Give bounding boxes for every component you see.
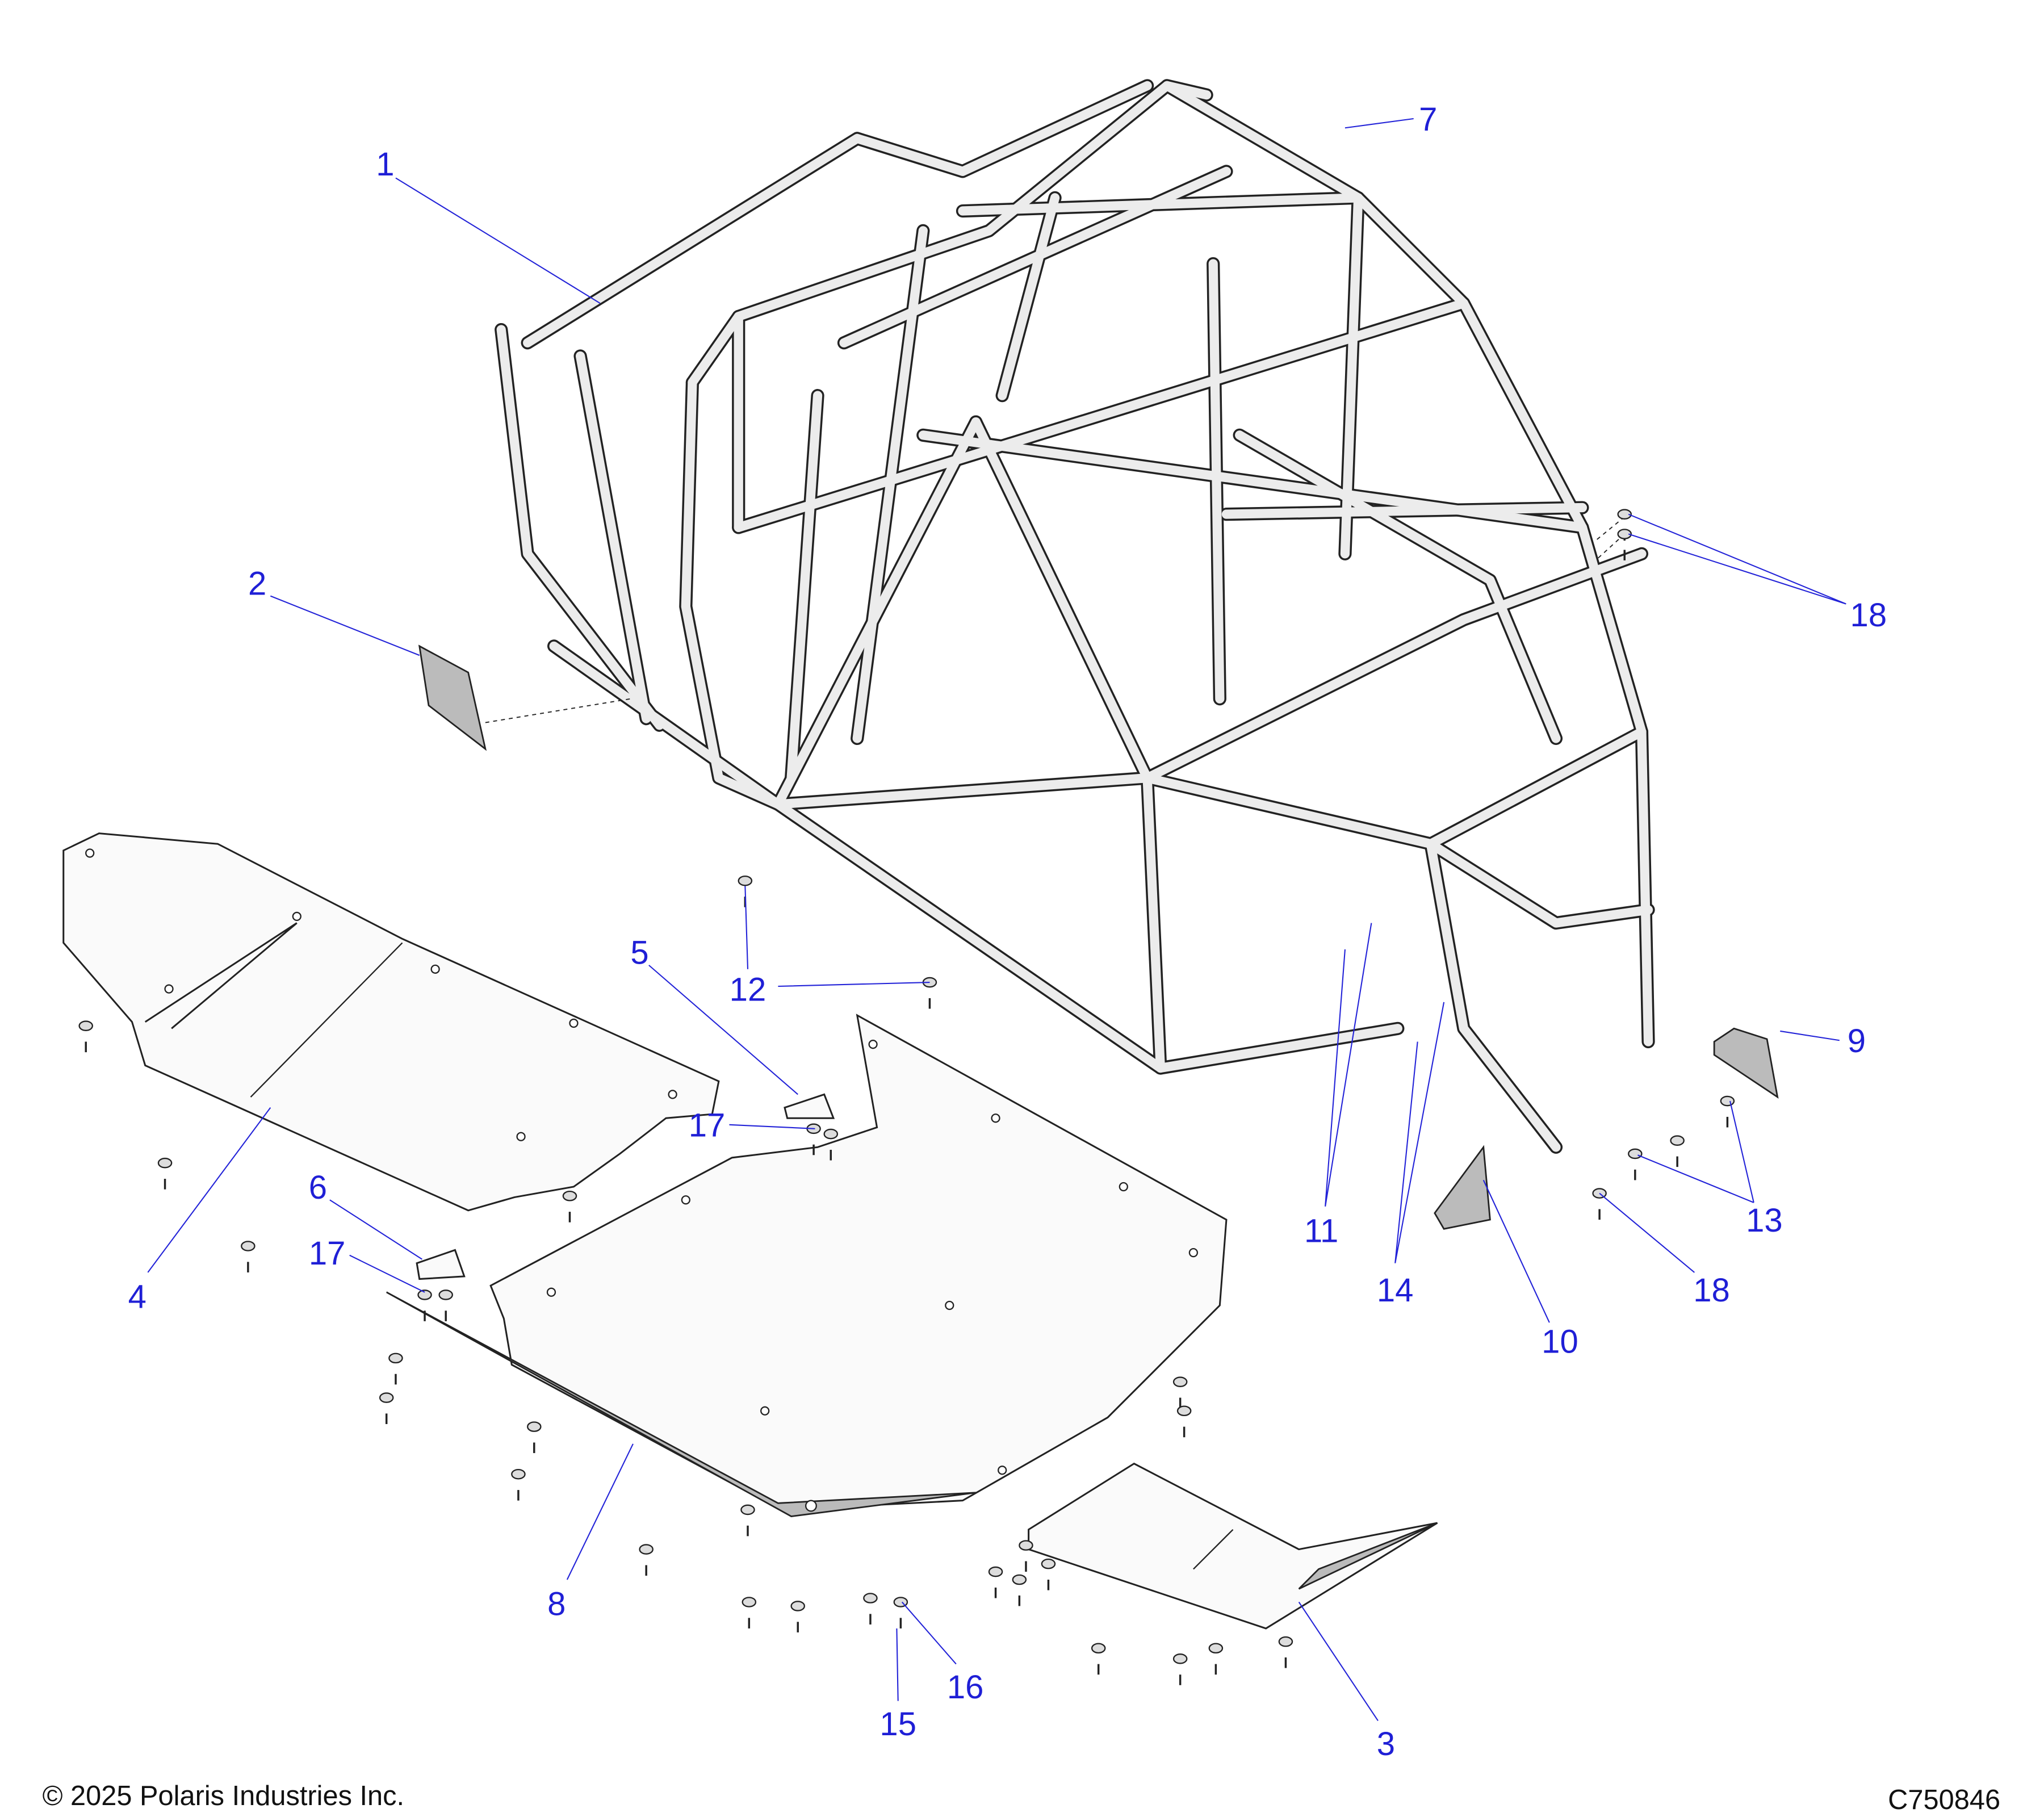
frame-tube-fill xyxy=(1235,430,1561,743)
callout-4: 4 xyxy=(128,1279,146,1316)
frame-tube-fill xyxy=(496,325,664,730)
callout-2: 2 xyxy=(248,565,266,602)
callout-5: 5 xyxy=(630,935,648,972)
fastener xyxy=(438,1290,453,1300)
callout-6: 6 xyxy=(309,1169,327,1206)
fastener xyxy=(1208,1643,1224,1654)
fasteners xyxy=(78,509,1735,1685)
fastener xyxy=(1019,1540,1033,1551)
fastener xyxy=(738,875,753,886)
frame-tube-fill xyxy=(688,81,1212,387)
callout-8: 8 xyxy=(547,1586,566,1623)
callout-12: 12 xyxy=(730,972,767,1008)
fastener xyxy=(1628,1148,1643,1159)
fastener xyxy=(1617,529,1632,539)
fastener xyxy=(78,1020,94,1031)
frame-tube-fill xyxy=(1426,839,1561,1152)
part-2-panel xyxy=(418,644,487,751)
fastener xyxy=(639,1544,654,1555)
frame-tube-fill xyxy=(523,81,1152,348)
callout-1: 1 xyxy=(376,146,394,183)
frame-tube xyxy=(1160,79,1649,739)
skid-plate-8 xyxy=(386,1014,1228,1517)
frame-tube-fill xyxy=(998,193,1060,400)
fastener xyxy=(823,1128,839,1140)
callout-7: 7 xyxy=(1419,101,1437,138)
skid-plate-4 xyxy=(62,832,720,1212)
fastener xyxy=(1278,1636,1293,1647)
callout-9: 9 xyxy=(1848,1023,1866,1060)
fastener xyxy=(562,1190,577,1201)
callout-13: 13 xyxy=(1746,1202,1783,1239)
skid-plate-3 xyxy=(1028,1462,1438,1630)
fastener xyxy=(388,1353,403,1364)
fastener xyxy=(1172,1653,1188,1664)
part-5-bracket xyxy=(784,1093,835,1119)
frame-tube-fill xyxy=(1426,839,1653,928)
frame-tube-fill xyxy=(786,391,823,783)
fastener xyxy=(742,1597,757,1607)
frame-tube-fill xyxy=(1637,727,1653,1046)
frame-tube-fill xyxy=(681,378,783,809)
frame-tube-fill xyxy=(734,298,1469,533)
frame-tube-fill xyxy=(773,727,1647,849)
fastener xyxy=(157,1157,173,1169)
fastener xyxy=(863,1593,878,1604)
diagram-id: C750846 xyxy=(1888,1785,2000,1815)
frame-tube-fill xyxy=(971,417,1165,1073)
frame-tube-fill xyxy=(1208,259,1225,704)
frame-tube xyxy=(685,79,1213,390)
callout-18a: 18 xyxy=(1850,597,1887,634)
part-6-bracket xyxy=(416,1249,466,1280)
frame-cage xyxy=(495,79,1655,1154)
fastener xyxy=(1720,1095,1735,1107)
fastener xyxy=(1670,1135,1685,1146)
fastener xyxy=(740,1504,755,1515)
leader-lines xyxy=(147,118,1846,1722)
fastener xyxy=(790,1601,805,1611)
fastener xyxy=(1091,1643,1106,1654)
part-10-grille xyxy=(1434,1145,1491,1230)
fastener xyxy=(1172,1376,1188,1387)
fastener xyxy=(988,1566,1003,1577)
callout-14: 14 xyxy=(1377,1272,1414,1309)
callout-15: 15 xyxy=(879,1706,916,1743)
callout-17a: 17 xyxy=(689,1107,726,1144)
frame-tube-fill xyxy=(549,641,1402,1073)
fastener xyxy=(417,1290,432,1300)
callout-16: 16 xyxy=(947,1669,984,1706)
fastener xyxy=(241,1241,256,1251)
callout-18b: 18 xyxy=(1693,1272,1730,1309)
fastener xyxy=(1012,1574,1027,1585)
frame-tube-fill xyxy=(852,226,928,743)
fastener xyxy=(527,1421,542,1432)
fastener xyxy=(511,1468,526,1480)
callout-labels: 1 2 3 4 5 6 7 8 9 10 11 12 13 14 15 16 1… xyxy=(128,101,1887,1762)
frame-tube-fill xyxy=(1162,81,1647,736)
frame-tube-fill xyxy=(1221,503,1588,519)
fastener xyxy=(1617,509,1632,520)
fastener xyxy=(1176,1405,1192,1417)
callout-10: 10 xyxy=(1542,1324,1578,1360)
callout-3: 3 xyxy=(1377,1726,1395,1762)
fastener xyxy=(379,1392,394,1403)
frame-tube-fill xyxy=(575,351,651,723)
frame-tube-fill xyxy=(1142,549,1647,783)
callout-11: 11 xyxy=(1304,1213,1338,1250)
callout-17b: 17 xyxy=(309,1235,346,1272)
copyright-text: © 2025 Polaris Industries Inc. xyxy=(43,1781,405,1811)
fastener xyxy=(1041,1558,1056,1569)
part-9-grille xyxy=(1713,1027,1779,1099)
